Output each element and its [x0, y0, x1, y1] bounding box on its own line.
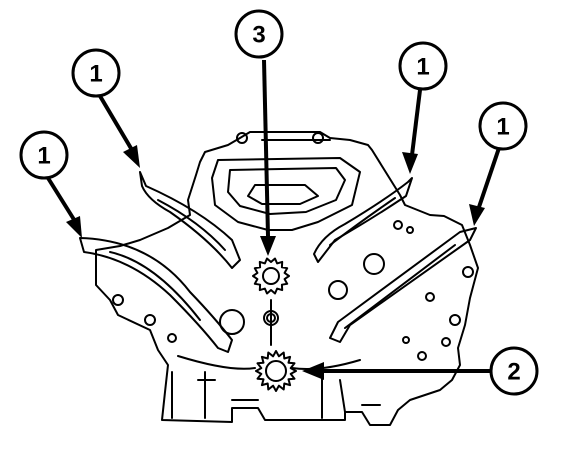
guide-left-lower-slot	[109, 251, 201, 321]
guide-left-upper-slot	[157, 199, 226, 251]
bolt-hole	[406, 226, 414, 234]
bolt-hole	[112, 294, 124, 306]
bolt-hole	[312, 132, 324, 144]
cam-sprocket	[252, 257, 290, 295]
engine-block-outline	[95, 131, 479, 426]
bolt-hole	[402, 336, 410, 344]
crank-sprocket	[255, 350, 297, 392]
callout-circle	[234, 9, 284, 59]
callout-label: 3	[252, 22, 265, 49]
guide-right-lower-slot	[344, 244, 456, 329]
arrowhead	[302, 362, 324, 380]
callout-arrows	[46, 59, 502, 380]
top-deck-cavity	[227, 167, 346, 215]
oil-pan-right	[321, 371, 346, 419]
leader-arrow	[46, 176, 80, 228]
callout-circle	[19, 130, 69, 180]
leader-arrow	[98, 94, 134, 152]
bolt-hole	[417, 351, 427, 361]
leader-arrow	[262, 59, 270, 237]
guide-right-upper-slot	[329, 197, 396, 246]
sprocket-hub	[262, 267, 280, 285]
bolt-hole	[219, 309, 245, 335]
bolt-hole	[449, 314, 461, 326]
top-deck-inner	[247, 184, 319, 205]
callout-circle	[489, 346, 539, 396]
bolt-hole	[393, 220, 403, 230]
callout-label: 2	[507, 359, 520, 386]
callout-label: 1	[416, 54, 429, 81]
bolt-hole	[425, 292, 435, 302]
callout-circle	[71, 48, 121, 98]
bolt-hole	[328, 280, 348, 300]
callout-label: 1	[496, 114, 509, 141]
sprocket-teeth	[252, 257, 290, 295]
callout-label: 1	[89, 61, 102, 88]
sprocket-teeth	[255, 350, 297, 392]
oil-pan-left	[171, 371, 216, 419]
bolt-hole	[462, 266, 474, 278]
guide-right-lower	[329, 227, 477, 343]
arrowhead	[123, 145, 140, 168]
guide-left-upper	[139, 171, 241, 269]
leader-arrow	[410, 89, 422, 156]
arrowhead	[260, 236, 276, 256]
top-deck	[211, 157, 361, 231]
callout-circle	[398, 41, 448, 91]
bolt-hole	[167, 333, 177, 343]
bolt-hole	[363, 253, 385, 275]
arrowhead	[402, 152, 418, 174]
guide-right-upper	[313, 177, 413, 263]
callout-circle	[478, 101, 528, 151]
bolt-hole	[236, 132, 248, 144]
leader-arrow	[476, 144, 502, 211]
callout-label: 1	[37, 143, 50, 170]
guide-left-lower	[79, 237, 233, 353]
arrowhead	[469, 204, 485, 226]
bolt-hole	[441, 337, 451, 347]
sprocket-hub	[265, 360, 287, 382]
arrowhead	[66, 216, 82, 238]
bolt-hole	[144, 314, 156, 326]
